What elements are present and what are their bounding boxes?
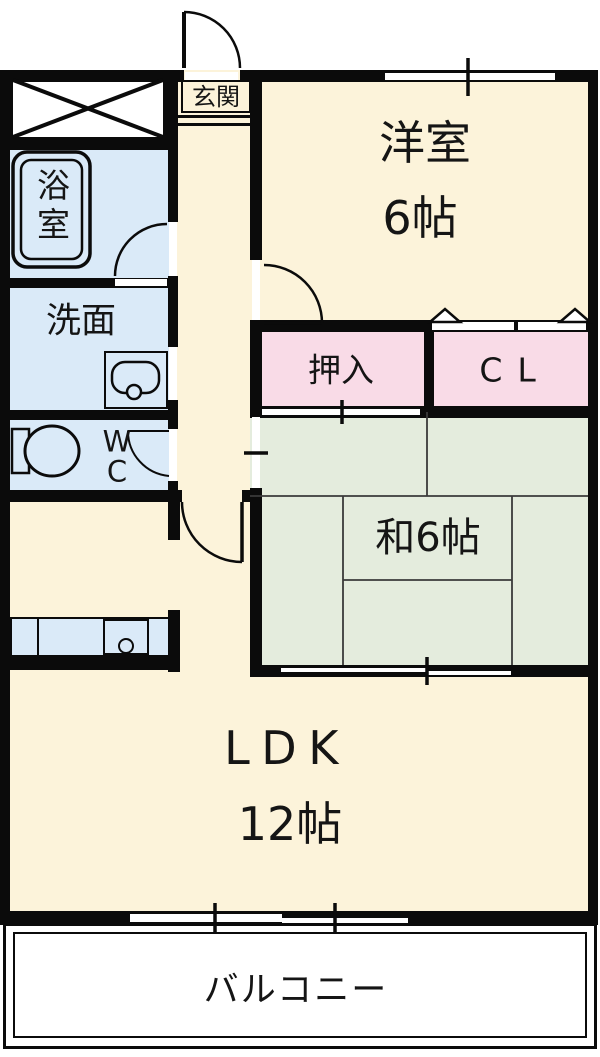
genkan-label-box <box>181 80 251 113</box>
bath-door-leaf <box>115 279 167 286</box>
balcony <box>3 923 597 1049</box>
room-label-ldk: LDK <box>224 721 350 775</box>
kitchen-counter <box>10 617 172 657</box>
wall <box>168 70 178 222</box>
wall <box>168 481 178 502</box>
room-label-closet: CL <box>479 350 551 390</box>
washitsu-sliding-door-bottom <box>427 671 511 675</box>
room-label-washitsu: 和6帖 <box>375 515 481 561</box>
washitsu-sliding-door-side <box>252 417 260 488</box>
wall <box>10 410 172 420</box>
wall <box>424 330 434 408</box>
balcony-railing <box>13 932 587 1038</box>
bath-door-opening <box>169 222 177 276</box>
wall <box>168 502 180 540</box>
wall <box>168 400 178 429</box>
wall <box>250 488 262 677</box>
wall <box>10 278 172 288</box>
washitsu-sliding-door-bottom <box>281 668 427 672</box>
wall <box>10 657 180 670</box>
room-label-senmen: 洗面 <box>45 301 117 342</box>
room-label-wc: W C <box>102 424 132 489</box>
room-closet <box>432 330 588 408</box>
entrance-door-swing-icon <box>182 10 242 69</box>
service-area-box <box>8 74 168 142</box>
room-wc <box>10 418 172 492</box>
genkan-step-line <box>178 115 251 118</box>
room-label-balcony: バルコニー <box>203 970 389 1011</box>
wall <box>0 70 184 82</box>
room-label-yokushitsu: 浴室 <box>31 168 71 246</box>
wall <box>250 320 262 417</box>
room-label-yoshitsu: 洋室 <box>379 116 471 170</box>
genkan-step-line <box>178 123 251 126</box>
closet-folding-door <box>518 322 586 330</box>
room-label-genkan: 玄関 <box>192 83 240 111</box>
window-yoshitsu <box>385 73 555 80</box>
wall <box>250 70 262 260</box>
room-oshiire <box>260 330 426 408</box>
room-label-oshiire: 押入 <box>308 350 374 390</box>
room-size-ldk: 12帖 <box>237 797 343 851</box>
window-ldk-pane <box>282 918 408 924</box>
wc-door-opening <box>169 429 177 481</box>
closet-folding-door <box>432 322 514 330</box>
wall <box>168 610 180 672</box>
entrance-door-opening <box>185 72 238 80</box>
washroom-door-opening <box>169 347 177 400</box>
wall <box>0 490 182 502</box>
window-ldk-pane <box>130 914 282 922</box>
yoshitsu-door-opening <box>252 260 260 320</box>
room-size-yoshitsu: 6帖 <box>382 191 458 245</box>
room-washitsu <box>250 406 588 677</box>
wall <box>168 276 178 347</box>
wall <box>10 138 172 150</box>
wall <box>588 70 598 925</box>
oshiire-sliding-door <box>262 409 420 415</box>
